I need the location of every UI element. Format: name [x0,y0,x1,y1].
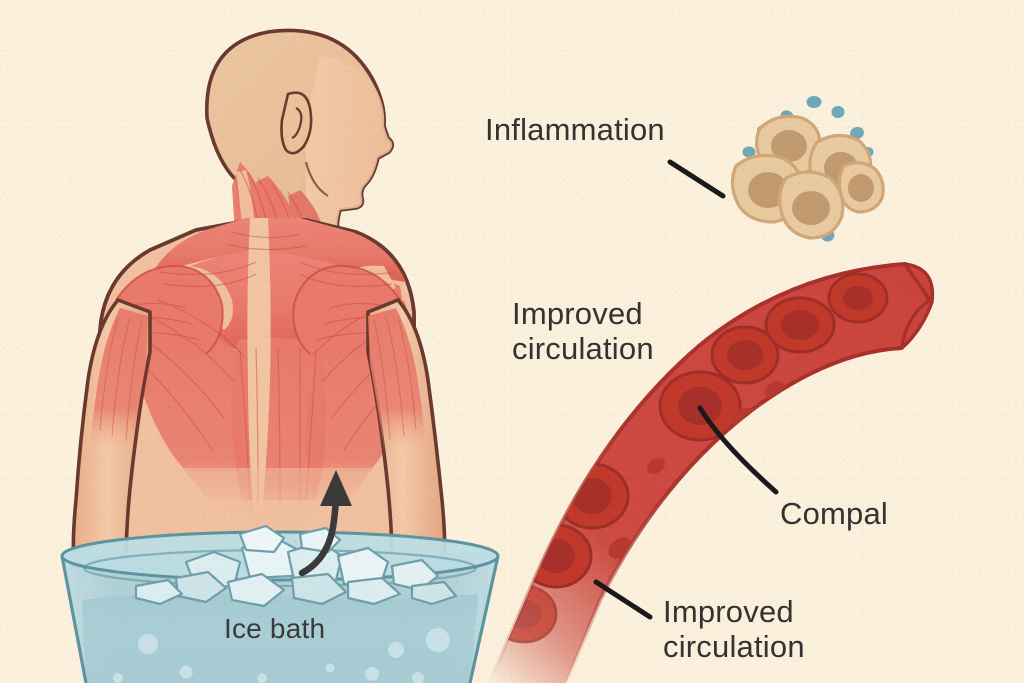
improved-circulation-label-bottom: Improved circulation [663,594,805,664]
arm-right [366,298,447,568]
ear [280,91,313,155]
water-surface [82,592,478,683]
leader-line-compal [697,405,779,495]
arm-left [71,298,152,568]
inflammation-label: Inflammation [485,112,665,147]
blood-vessel-cross-section [487,261,935,683]
ice-bath-label: Ice bath [224,613,326,644]
water-bubbles [113,628,450,683]
person-back-view [71,28,447,568]
improved-circulation-label-mid: Improved circulation [512,296,654,366]
compal-label: Compal [780,496,889,531]
inflammatory-cells [730,114,885,240]
ice-bath-bowl [60,524,500,683]
red-blood-cells [490,272,889,644]
leader-line-inflammation [667,159,726,199]
spine-groove [247,218,271,512]
leader-line-improved-circulation [593,579,653,620]
inflammation-cell-cluster [730,96,885,242]
ice-cubes [134,524,458,608]
head-and-neck [205,28,395,250]
cold-transfer-arrow [298,470,352,577]
leader-lines [593,159,779,620]
